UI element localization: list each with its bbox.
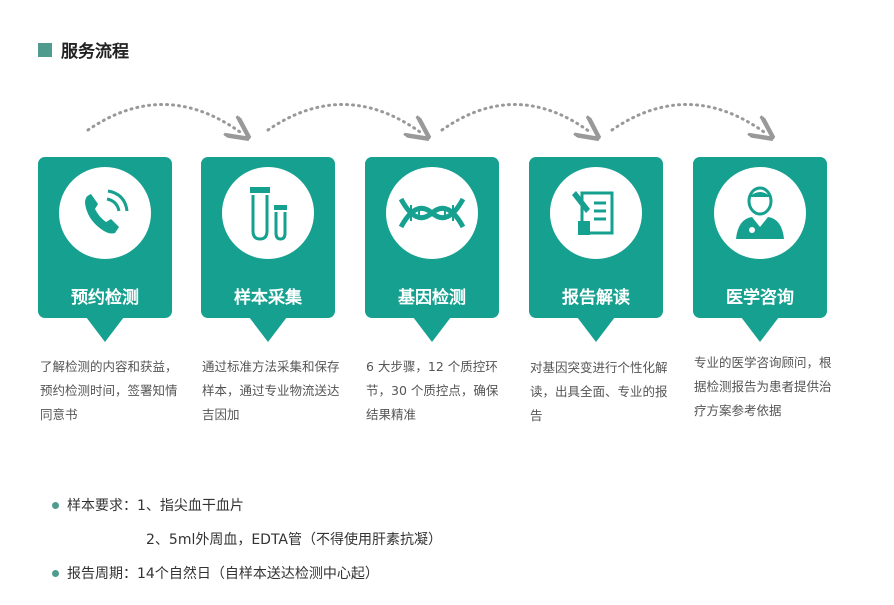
sample-requirement: 样本要求：1、指尖血干血片 — [52, 495, 244, 515]
arrow-2 — [266, 103, 420, 132]
step-label: 样本采集 — [234, 288, 302, 308]
report-period: 报告周期：14个自然日（自样本送达检测中心起） — [52, 563, 379, 583]
step-label: 基因检测 — [398, 288, 466, 308]
arrow-3 — [440, 103, 590, 132]
step-card-4: 报告解读 — [529, 157, 663, 342]
section-title: 服务流程 — [61, 42, 129, 62]
report-icon — [550, 167, 642, 259]
step-card-1: 预约检测 — [38, 157, 172, 342]
step-card-3: 基因检测 — [365, 157, 499, 342]
sample-requirement-2: 2、5ml外周血，EDTA管（不得使用肝素抗凝） — [146, 532, 443, 548]
step-description: 对基因突变进行个性化解读，出具全面、专业的报告 — [530, 360, 668, 423]
step-description: 6 大步骤，12 个质控环节，30 个质控点，确保结果精准 — [366, 359, 499, 422]
bullet-icon — [52, 501, 59, 509]
step-card-5: 医学咨询 — [693, 157, 827, 342]
arrow-4 — [610, 103, 764, 132]
step-description: 专业的医学咨询顾问，根据检测报告为患者提供治疗方案参考依据 — [694, 355, 832, 418]
step-description: 了解检测的内容和获益，预约检测时间，签署知情同意书 — [40, 359, 178, 422]
step-card-2: 样本采集 — [201, 157, 335, 342]
phone-icon — [59, 167, 151, 259]
doctor-icon — [714, 167, 806, 259]
step-label: 医学咨询 — [726, 288, 794, 308]
test-tube-icon — [222, 167, 314, 259]
step-label: 报告解读 — [562, 288, 630, 308]
arrow-1 — [86, 103, 240, 132]
bullet-icon — [52, 569, 59, 577]
section-header: 服务流程 — [38, 37, 129, 62]
step-description: 通过标准方法采集和保存样本，通过专业物流送达吉因加 — [202, 359, 340, 422]
dna-icon — [386, 167, 478, 259]
step-label: 预约检测 — [71, 288, 139, 308]
flow-arrows — [86, 103, 894, 160]
header-square-icon — [38, 42, 52, 57]
